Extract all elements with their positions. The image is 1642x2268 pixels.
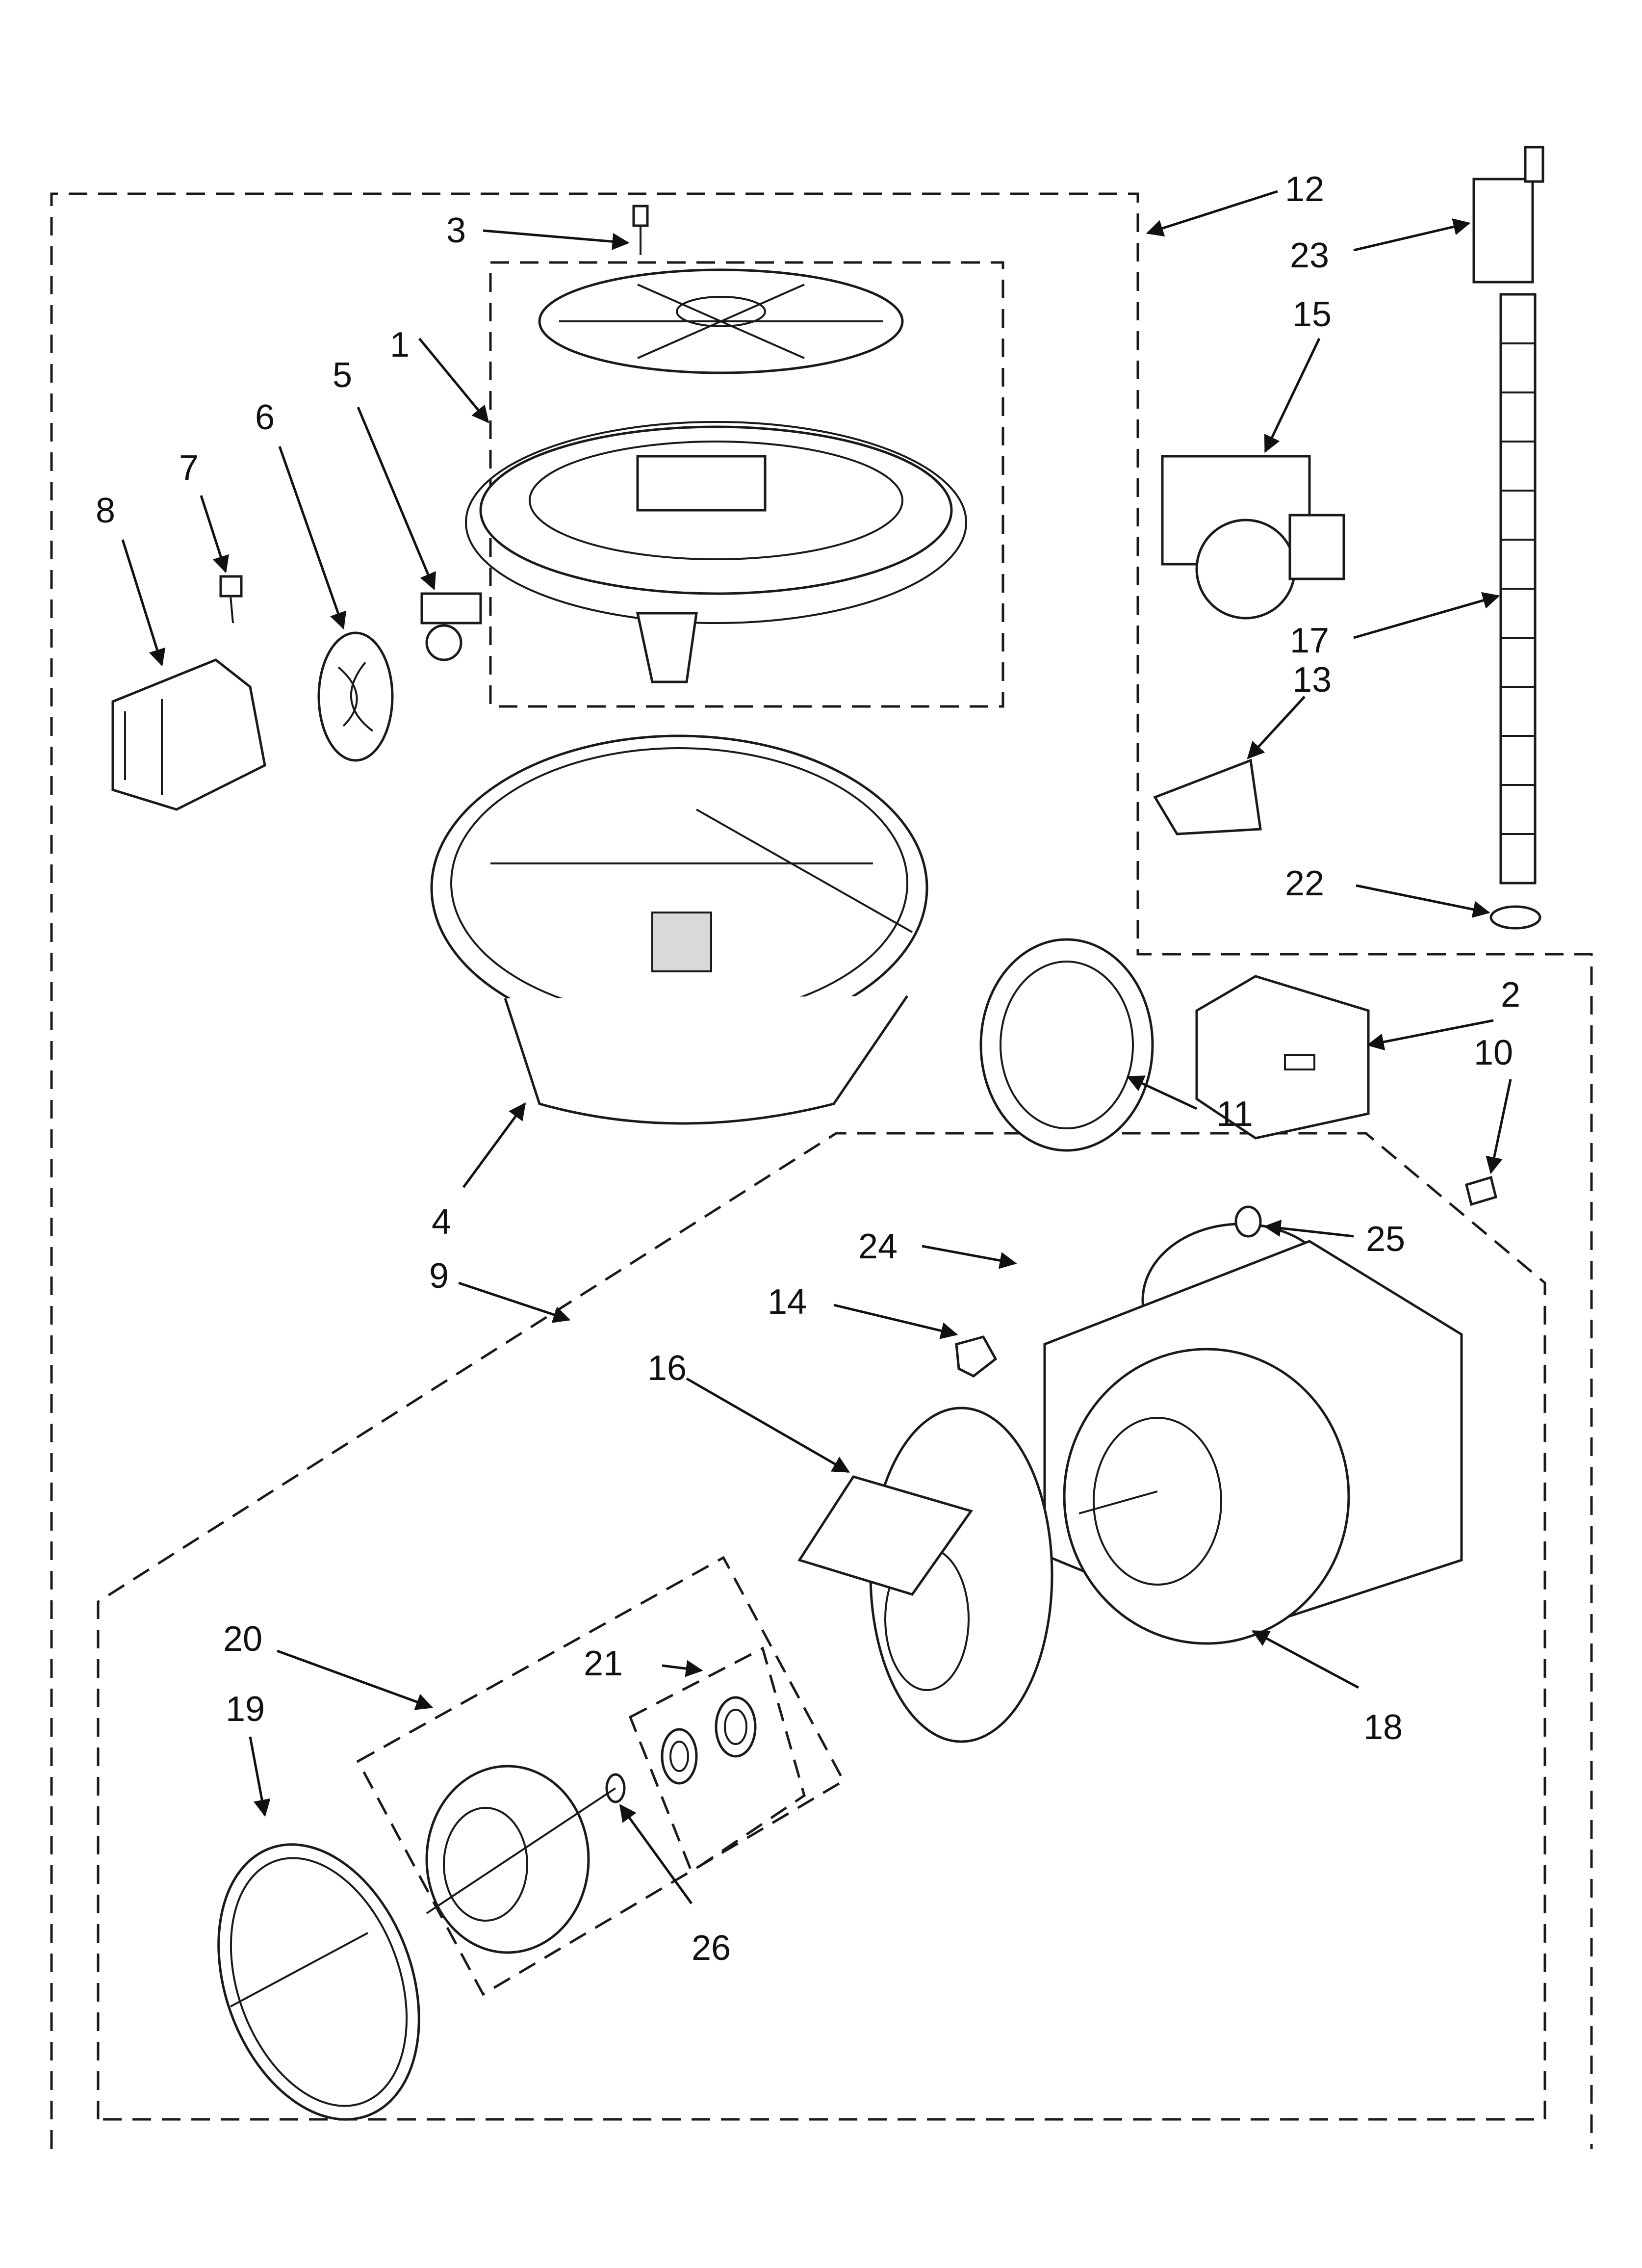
leader-6	[278, 446, 347, 630]
leader-25	[1263, 1220, 1354, 1238]
callout-labels: 1 2 3 4 5 6 7 8 9 10 11 12 13 14 15 16 1…	[96, 170, 1520, 1968]
part-20-seal-housing	[425, 1765, 616, 1954]
pump-motor-assembly-boundary	[97, 1132, 1546, 2121]
leader-1	[418, 338, 489, 423]
callout-12: 12	[1285, 170, 1324, 209]
leader-5	[357, 407, 436, 591]
part-18-motor	[1043, 1223, 1463, 1645]
callout-16: 16	[647, 1349, 687, 1388]
leader-7	[200, 495, 229, 574]
leader-24	[922, 1245, 1017, 1269]
callout-4: 4	[432, 1202, 451, 1242]
filter-assembly-boundary	[489, 261, 1004, 708]
part-10-screw	[1464, 1175, 1498, 1206]
leader-lines	[121, 190, 1512, 1904]
leader-17	[1353, 592, 1500, 639]
callout-22: 22	[1285, 864, 1324, 903]
callout-19: 19	[226, 1690, 265, 1729]
leader-14	[833, 1303, 958, 1339]
callout-7: 7	[179, 448, 199, 488]
part-8-cover	[111, 658, 266, 811]
leader-23	[1353, 218, 1471, 252]
callout-21: 21	[584, 1644, 623, 1683]
callout-2: 2	[1501, 975, 1520, 1015]
leader-19	[249, 1736, 271, 1817]
leader-4	[462, 1102, 526, 1188]
callout-3: 3	[446, 211, 466, 250]
leader-15	[1264, 338, 1321, 453]
leader-11	[1126, 1075, 1198, 1110]
leader-10	[1486, 1079, 1512, 1174]
seal-kit-boundary	[356, 1556, 846, 1996]
part-19-o-ring	[217, 1843, 420, 2121]
leader-3	[483, 229, 630, 250]
callout-15: 15	[1292, 295, 1332, 334]
callout-24: 24	[858, 1227, 898, 1266]
callout-1: 1	[390, 325, 410, 365]
callout-25: 25	[1366, 1220, 1405, 1259]
leader-8	[121, 539, 166, 667]
leader-2	[1366, 1019, 1494, 1051]
part-25-plug	[1234, 1205, 1262, 1238]
part-6-impeller	[317, 631, 394, 762]
callout-10: 10	[1474, 1033, 1513, 1072]
callout-20: 20	[223, 1619, 262, 1659]
callout-18: 18	[1363, 1708, 1403, 1747]
leader-18	[1251, 1630, 1360, 1689]
part-13-clip	[1153, 758, 1262, 835]
leader-21	[662, 1660, 703, 1677]
leader-13	[1247, 696, 1306, 759]
callout-8: 8	[96, 491, 115, 530]
callout-17: 17	[1290, 621, 1329, 660]
part-14-nut	[955, 1335, 998, 1378]
callout-13: 13	[1292, 660, 1332, 700]
part-23-sensor	[1472, 146, 1544, 284]
callout-5: 5	[333, 356, 352, 395]
part-4-sump	[430, 734, 928, 1125]
part-2-chamber	[1195, 975, 1370, 1140]
leader-12	[1146, 190, 1278, 237]
leader-20	[277, 1649, 434, 1710]
part-21-seals	[661, 1696, 757, 1785]
callout-26: 26	[692, 1929, 731, 1968]
part-22-clamp	[1489, 905, 1541, 930]
part-11-gasket	[979, 938, 1154, 1152]
part-7-screw	[219, 575, 243, 624]
part-15-drain-pump	[1161, 455, 1345, 620]
leader-9	[458, 1281, 571, 1323]
callout-6: 6	[255, 398, 275, 437]
callout-11: 11	[1216, 1095, 1253, 1134]
group-boundaries	[50, 192, 1593, 2149]
seal-subkit-boundary	[628, 1646, 806, 1874]
parts	[111, 146, 1544, 2121]
callout-23: 23	[1290, 236, 1329, 275]
main-assembly-boundary	[50, 192, 1593, 2149]
part-1-filter-assembly	[465, 268, 967, 683]
callout-9: 9	[429, 1256, 449, 1296]
part-3-screw	[632, 205, 649, 255]
part-17-drain-hose	[1499, 293, 1537, 885]
leader-26	[619, 1804, 693, 1904]
part-5-clip	[420, 592, 482, 661]
part-16-pump-housing	[797, 1407, 1053, 1743]
callout-14: 14	[768, 1282, 807, 1322]
leader-22	[1356, 884, 1490, 918]
leader-16	[686, 1377, 850, 1473]
